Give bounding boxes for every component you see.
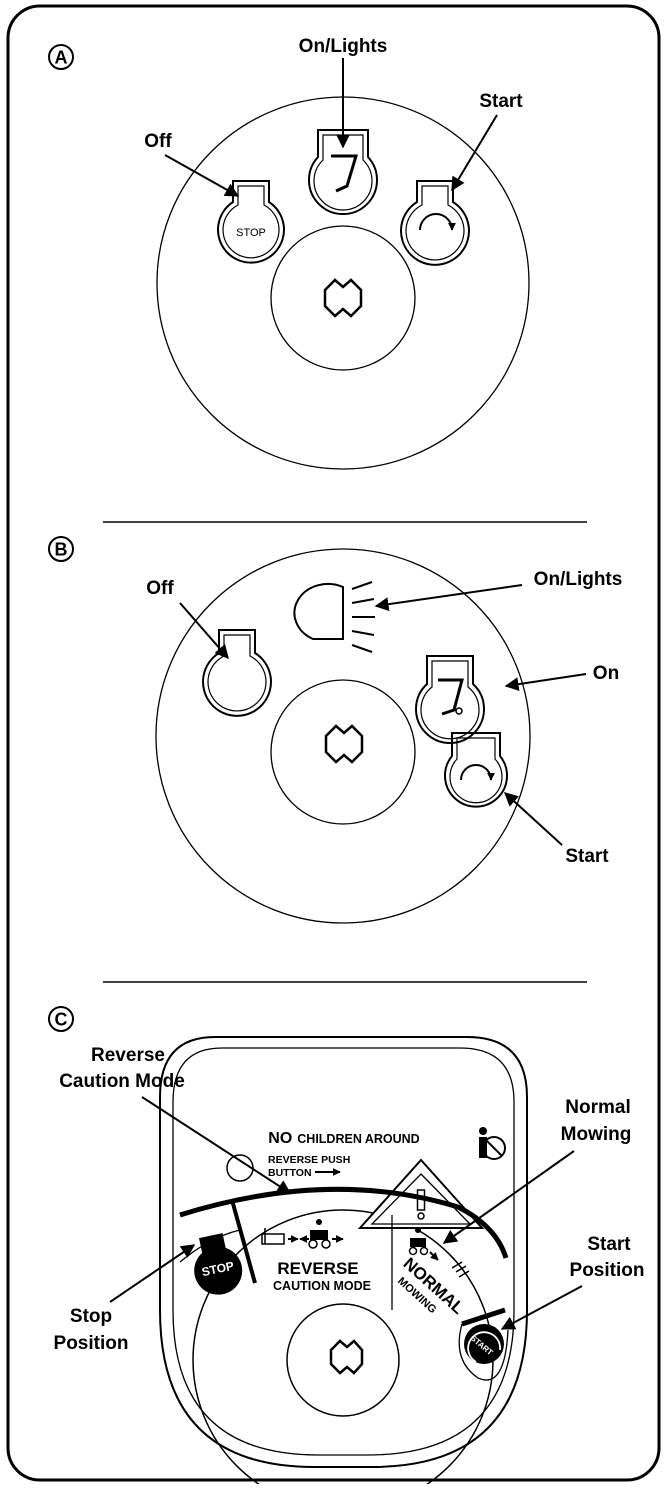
panel-a-stop-text: STOP [236, 227, 266, 239]
start-position-mark: START [464, 1324, 504, 1364]
panel-b: B Of [48, 536, 623, 924]
arrow-a-start [451, 114, 498, 192]
callout-b-off: Off [146, 578, 174, 599]
panel-b-switch-face [155, 548, 531, 924]
panel-a-off-position: STOP [217, 180, 285, 264]
callout-b-start: Start [565, 846, 609, 867]
panel-b-key-slot-icon [324, 724, 364, 764]
callout-c-stop-line2: Position [54, 1333, 129, 1354]
panel-c-badge: C [48, 1006, 74, 1032]
panel-c-plate-inner [172, 1047, 515, 1456]
panel-c-key-slot-icon [329, 1339, 364, 1375]
reverse-mowing-icon [261, 1219, 344, 1249]
arrow-b-off [179, 602, 229, 660]
panel-b-off-position [202, 629, 272, 717]
panel-a-rotate-icon [419, 213, 456, 231]
panel-a-badge: A [48, 44, 74, 70]
panel-b-key-recess [270, 679, 416, 825]
start-recess-edge [458, 1323, 509, 1381]
panel-a: A STOP On/Lights Off Start [48, 36, 530, 470]
panel-b-badge: B [48, 536, 74, 562]
callout-a-on-lights: On/Lights [299, 36, 388, 57]
arrow-a-off [164, 154, 240, 197]
plate-reverse-push-line1: REVERSE PUSH [268, 1154, 350, 1166]
panel-a-key-recess [270, 225, 416, 371]
callout-a-off: Off [144, 131, 172, 152]
callout-c-start-line1: Start [587, 1234, 631, 1255]
panel-a-on-lights-position [308, 129, 378, 215]
arrow-b-on-lights [374, 584, 523, 612]
panel-b-letter: B [55, 540, 68, 560]
panel-b-rotate-icon [460, 764, 495, 781]
no-children-icon [479, 1127, 506, 1160]
callout-b-on-lights: On/Lights [534, 569, 623, 590]
panel-b-tractor-seat-icon [438, 678, 464, 716]
arrow-b-on [504, 673, 587, 692]
callout-c-reverse-line2: Caution Mode [59, 1071, 185, 1092]
callout-c-stop-line1: Stop [70, 1306, 112, 1327]
callout-b-on: On [593, 663, 619, 684]
arrow-c-start [500, 1285, 583, 1330]
normal-mowing-icon [408, 1227, 470, 1278]
callout-c-normal-line2: Mowing [561, 1124, 632, 1145]
panel-a-tractor-seat-icon [331, 154, 359, 193]
panel-c-letter: C [55, 1010, 68, 1030]
arrow-b-start [503, 792, 563, 846]
callout-a-start: Start [479, 91, 523, 112]
arrow-c-stop [109, 1244, 196, 1303]
panel-c-plate-outer [159, 1036, 528, 1468]
mode-divider-normal-start [461, 1307, 506, 1327]
reverse-push-button[interactable] [226, 1154, 254, 1182]
panel-c-dial-inner [286, 1303, 400, 1417]
panel-a-key-slot-icon [323, 278, 363, 318]
page-frame [6, 4, 661, 1482]
plate-reverse-push-line2: BUTTON [268, 1167, 312, 1179]
stop-position-mark: STOP [194, 1233, 243, 1295]
panel-a-letter: A [55, 48, 68, 68]
panel-b-on-position [415, 655, 485, 745]
panel-b-headlight-icon [293, 581, 375, 653]
plate-stop-text: STOP [200, 1259, 235, 1279]
callout-c-reverse-line1: Reverse [91, 1045, 165, 1066]
panel-b-start-position [444, 732, 508, 808]
plate-caution-mode-text: CAUTION MODE [273, 1279, 371, 1293]
arrow-c-reverse [141, 1096, 292, 1194]
mode-divider-stop-reverse [230, 1199, 257, 1284]
panel-c-dial-outer [192, 1209, 494, 1489]
plate-reverse-text: REVERSE [277, 1259, 358, 1278]
callout-c-normal-line1: Normal [565, 1097, 630, 1118]
mode-band-top [179, 1186, 509, 1259]
callout-c-start-line2: Position [570, 1260, 645, 1281]
panel-a-start-position [400, 180, 470, 266]
arrow-c-normal [442, 1150, 575, 1244]
warning-triangle-icon [357, 1158, 485, 1229]
